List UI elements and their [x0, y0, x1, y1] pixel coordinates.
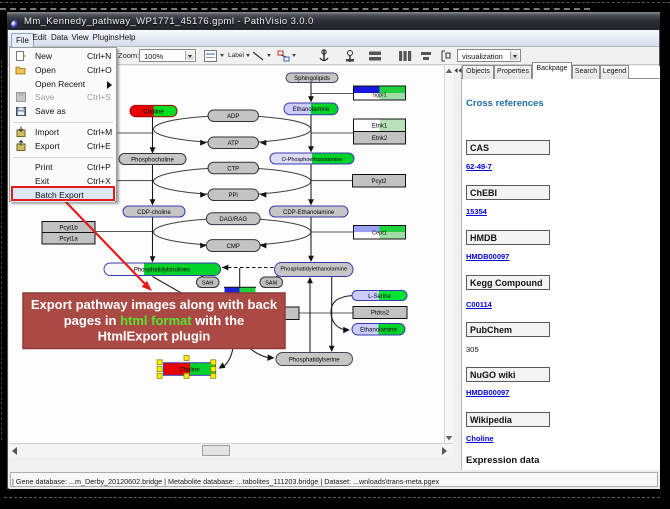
svg-text:Sgpl1: Sgpl1	[372, 93, 386, 99]
svg-text:L-Serine: L-Serine	[368, 294, 391, 300]
svg-text:PPi: PPi	[229, 193, 238, 199]
svg-text:Sphingolipids: Sphingolipids	[294, 76, 330, 82]
svg-text:pages in html format with the: pages in html format with the	[64, 313, 245, 328]
svg-text:Pcyt1a: Pcyt1a	[59, 237, 78, 243]
svg-text:Ptdss2: Ptdss2	[371, 311, 390, 317]
svg-text:Pcyt1b: Pcyt1b	[59, 226, 78, 232]
svg-text:Pcyt2: Pcyt2	[371, 179, 387, 185]
svg-text:SAH: SAH	[202, 281, 213, 287]
svg-text:Etnk1: Etnk1	[372, 124, 388, 130]
svg-text:HtmlExport plugin: HtmlExport plugin	[98, 329, 211, 344]
svg-text:SAM: SAM	[265, 281, 277, 287]
svg-text:Ethanolamine: Ethanolamine	[293, 107, 330, 113]
svg-text:O-Phosphoethanolamine: O-Phosphoethanolamine	[282, 157, 343, 163]
svg-text:Export pathway images along wi: Export pathway images along with back	[31, 297, 278, 312]
svg-text:CMP: CMP	[227, 244, 240, 250]
svg-text:Phosphatidylethanolamine: Phosphatidylethanolamine	[280, 267, 347, 273]
svg-text:CDP-Ethanolamine: CDP-Ethanolamine	[283, 210, 335, 216]
svg-text:Choline: Choline	[179, 367, 200, 373]
svg-text:Cept1: Cept1	[372, 231, 387, 237]
svg-text:CDP-choline: CDP-choline	[137, 210, 171, 216]
svg-text:Choline: Choline	[143, 110, 164, 116]
svg-text:Phosphatidylcholines: Phosphatidylcholines	[134, 268, 190, 274]
svg-text:Phosphatidylserine: Phosphatidylserine	[289, 358, 340, 364]
svg-text:Phosphocholine: Phosphocholine	[131, 158, 174, 164]
svg-text:CTP: CTP	[227, 167, 239, 173]
svg-text:Ethanolamine: Ethanolamine	[360, 328, 397, 334]
svg-text:DAG/RAG: DAG/RAG	[219, 217, 247, 223]
svg-text:ATP: ATP	[228, 141, 239, 147]
svg-text:Etnk2: Etnk2	[372, 136, 388, 142]
svg-text:ADP: ADP	[227, 114, 239, 120]
